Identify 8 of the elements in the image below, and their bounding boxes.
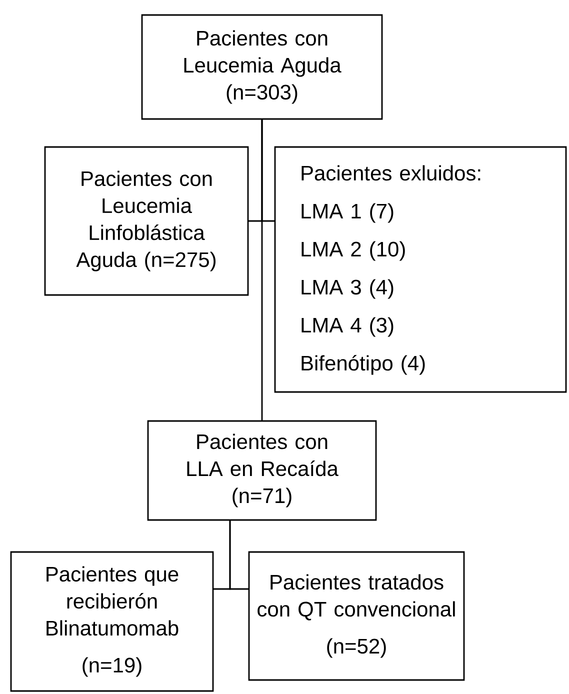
connector-line	[229, 520, 249, 590]
flow-box: Pacientes con Leucemia Linfoblástica Aguda (n=275)	[44, 146, 249, 296]
flow-box: Pacientes que recibierón Blinatumomab (n=19)	[10, 551, 214, 692]
connector-line	[261, 119, 275, 222]
flow-box: Pacientes exluidos: LMA 1 (7) LMA 2 (10) LMA 3 (4) LMA 4 (3) Bifenótipo (4)	[274, 146, 567, 393]
flow-box: Pacientes tratados con QT convencional (n=52)	[248, 551, 465, 681]
flow-box: Pacientes con LLA en Recaída (n=71)	[147, 420, 377, 521]
flow-box: Pacientes con Leucemia Aguda (n=303)	[141, 14, 383, 120]
